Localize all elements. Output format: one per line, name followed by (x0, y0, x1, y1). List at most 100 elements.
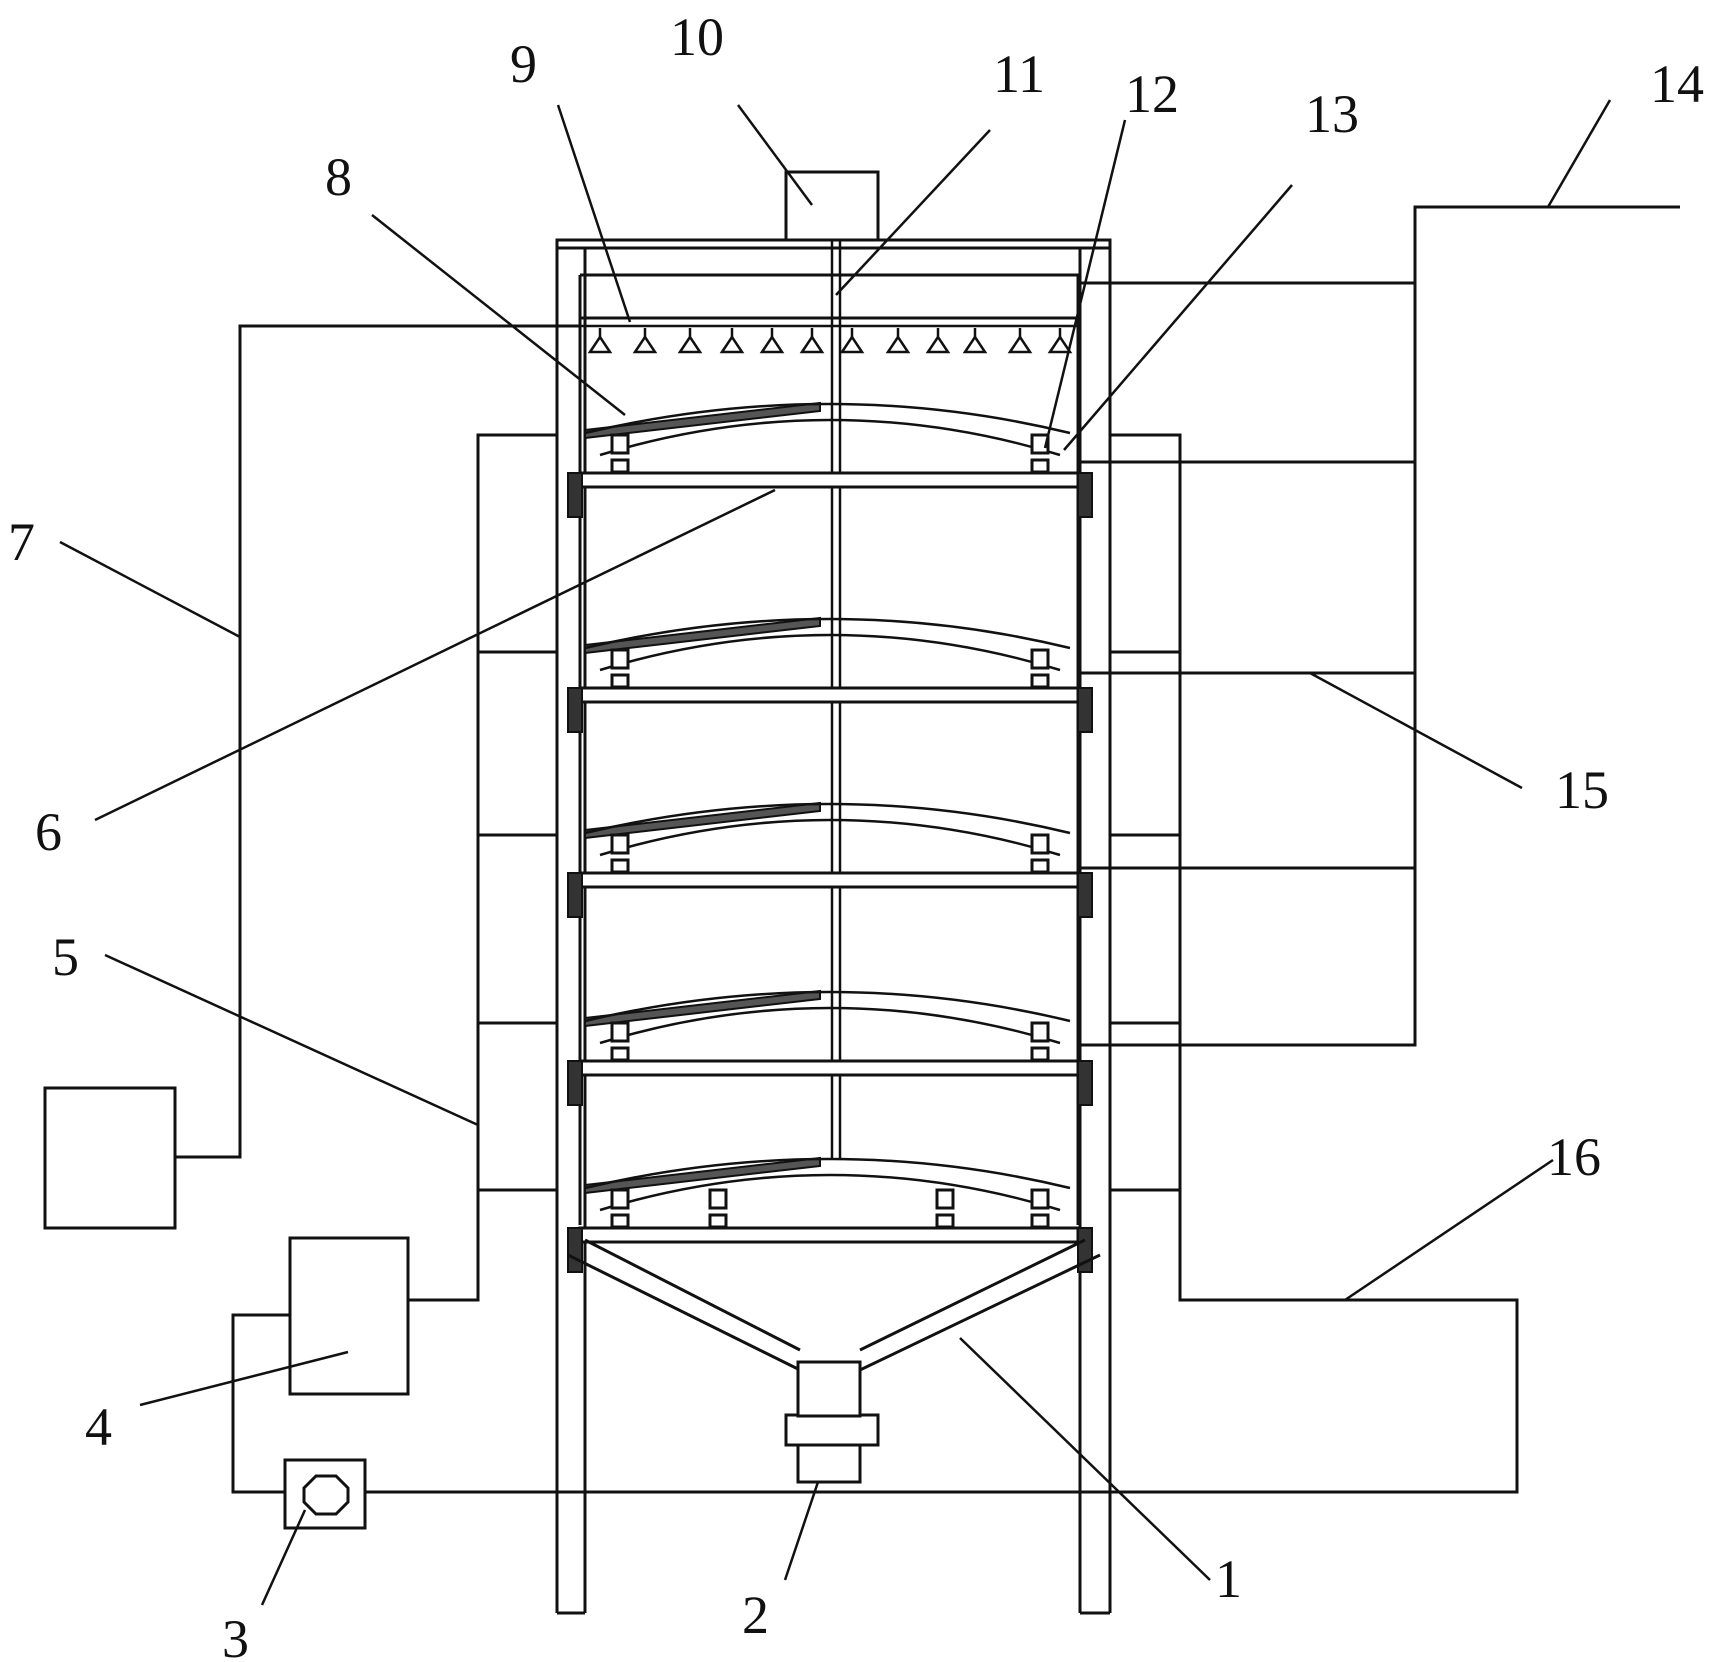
tray-level (567, 401, 1093, 518)
spray-nozzle (632, 334, 658, 354)
tray-support (708, 1188, 728, 1210)
material-layer (584, 1156, 821, 1195)
tray-support-foot (610, 458, 630, 474)
tray-dome-upper (584, 617, 1071, 650)
tray-level (567, 1156, 1093, 1273)
air-pipe-right (360, 433, 1519, 1494)
exhaust-pipe (1080, 205, 1680, 1047)
tray-dome-lower (599, 818, 1061, 857)
fan (283, 1458, 367, 1530)
label-5: 5 (52, 927, 79, 987)
label-12: 12 (1125, 64, 1179, 124)
spray-nozzle (885, 334, 911, 354)
tray-clamp-left (567, 1060, 583, 1106)
tray-support (1030, 433, 1050, 455)
motor-box (784, 170, 880, 242)
spray-nozzle (962, 334, 988, 354)
spray-supply-pipe (175, 324, 580, 1159)
label-16: 16 (1547, 1127, 1601, 1187)
tray-support (610, 833, 630, 855)
tray-plate (578, 1226, 1080, 1244)
label-9: 9 (510, 34, 537, 94)
spray-nozzle (719, 334, 745, 354)
tray-support-foot (610, 673, 630, 689)
spray-nozzle (839, 334, 865, 354)
tray-clamp-left (567, 687, 583, 733)
label-6: 6 (35, 802, 62, 862)
tray-support-foot (610, 1213, 630, 1229)
tray-dome-upper (584, 802, 1071, 835)
material-layer (584, 401, 821, 440)
tray-support (610, 648, 630, 670)
label-8: 8 (325, 147, 352, 207)
material-layer (584, 616, 821, 655)
outer-frame (555, 238, 1112, 1615)
tray-clamp-left (567, 472, 583, 518)
tray-clamp-right (1077, 472, 1093, 518)
tray-clamp-right (1077, 687, 1093, 733)
tray-support-foot (1030, 1046, 1050, 1062)
tray-support (1030, 1021, 1050, 1043)
tray-support (610, 433, 630, 455)
tray-support (610, 1021, 630, 1043)
tray-support-foot (1030, 673, 1050, 689)
tray-support-foot (1030, 458, 1050, 474)
tray-clamp-right (1077, 872, 1093, 918)
tray-support-foot (935, 1213, 955, 1229)
spray-nozzles (587, 328, 1073, 354)
inner-chamber (578, 273, 1080, 1225)
tray-dome-lower (599, 1006, 1061, 1045)
tray-plate (578, 871, 1080, 889)
air-pipe-left (408, 433, 557, 1302)
tray-support-foot (1030, 858, 1050, 874)
tray-clamp-left (567, 1227, 583, 1273)
tray-support (610, 1188, 630, 1210)
label-3: 3 (222, 1609, 249, 1662)
tray-level (567, 616, 1093, 733)
spray-nozzle (677, 334, 703, 354)
label-14: 14 (1650, 54, 1704, 114)
tray-dome-lower (599, 633, 1061, 672)
label-2: 2 (742, 1585, 769, 1645)
tray-dome-lower (599, 418, 1061, 457)
label-11: 11 (993, 44, 1045, 104)
tray-support-foot (1030, 1213, 1050, 1229)
drying-trays (567, 401, 1093, 1273)
label-4: 4 (85, 1397, 112, 1457)
spray-nozzle (587, 334, 613, 354)
spray-bar (580, 316, 1078, 328)
spray-nozzle (799, 334, 825, 354)
spray-nozzle (925, 334, 951, 354)
material-layer (584, 989, 821, 1028)
tray-clamp-left (567, 872, 583, 918)
tray-support-foot (610, 1046, 630, 1062)
label-10: 10 (670, 7, 724, 67)
tray-level (567, 989, 1093, 1106)
tray-support-foot (610, 858, 630, 874)
tray-support-foot (708, 1213, 728, 1229)
tray-dome-upper (584, 990, 1071, 1023)
leader-lines (59, 99, 1612, 1606)
tray-support (1030, 1188, 1050, 1210)
label-7: 7 (8, 512, 35, 572)
tray-dome-upper (584, 1157, 1071, 1190)
tray-plate (578, 1059, 1080, 1077)
tray-plate (578, 471, 1080, 489)
heater-box (288, 1236, 410, 1396)
label-1: 1 (1215, 1549, 1242, 1609)
tray-plate (578, 686, 1080, 704)
hopper (567, 1238, 1101, 1372)
tray-level (567, 801, 1093, 918)
tray-support (935, 1188, 955, 1210)
label-15: 15 (1555, 760, 1609, 820)
label-13: 13 (1305, 84, 1359, 144)
tray-support (1030, 833, 1050, 855)
discharge-valve (784, 1360, 880, 1484)
part-labels: 1 2 3 4 5 6 7 8 9 10 11 12 13 14 15 16 (8, 7, 1704, 1662)
spray-nozzle (1047, 334, 1073, 354)
tray-support (1030, 648, 1050, 670)
heater-loop-pipe (231, 1313, 290, 1494)
water-tank (43, 1086, 177, 1230)
